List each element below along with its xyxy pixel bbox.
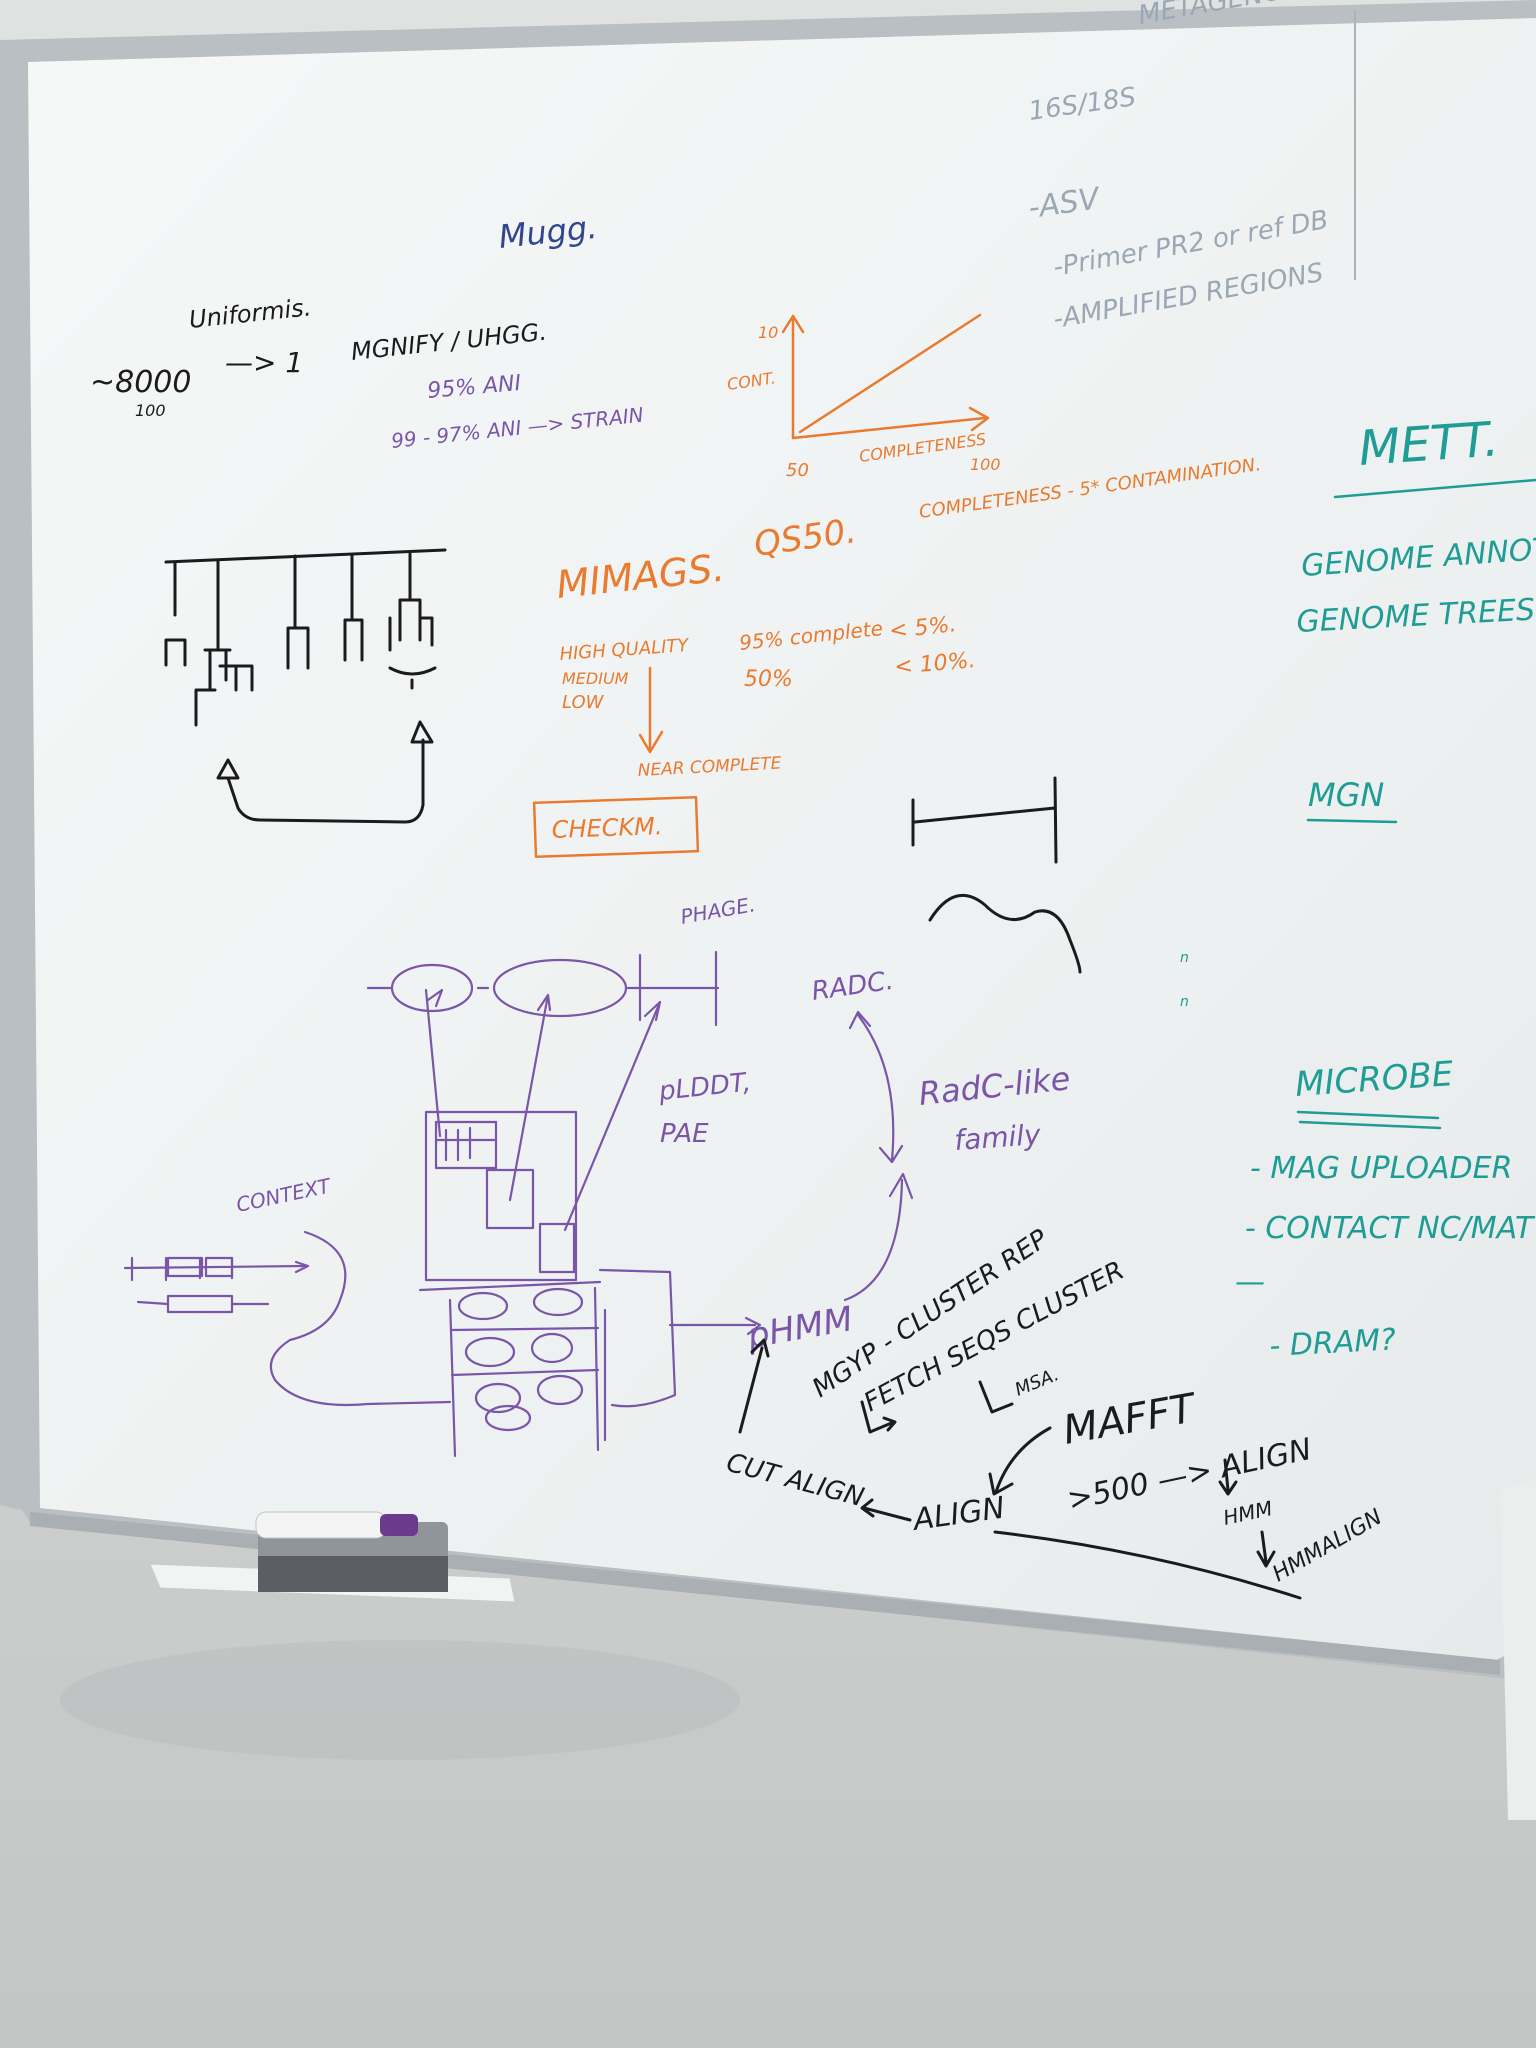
plot-y-top: 10 xyxy=(758,323,778,342)
hmm-to-hmmalign-arrow xyxy=(1256,1530,1276,1568)
cut-align-arrow-up xyxy=(738,1338,770,1434)
mafft-to-align-arrow xyxy=(988,1426,1052,1496)
family-label: family xyxy=(953,1118,1042,1157)
whiteboard-surface xyxy=(28,18,1536,1660)
marker-cap xyxy=(380,1514,418,1536)
align-to-hmm-arrow xyxy=(1218,1458,1238,1496)
near-complete-arrow xyxy=(638,666,664,754)
cluster-tree-diagram xyxy=(164,548,447,824)
radc-double-arrow xyxy=(848,1010,904,1164)
tiny-mark-2: n xyxy=(1180,994,1189,1010)
arrow-one: —> 1 xyxy=(225,346,303,379)
wave-sketch xyxy=(928,894,1082,974)
dram-label: - DRAM? xyxy=(1269,1322,1397,1364)
mett-label: METT. xyxy=(1357,411,1501,477)
checkm-label: CHECKM. xyxy=(551,812,663,844)
msa-corner-arrow xyxy=(978,1380,1014,1414)
plot-x-left: 50 xyxy=(786,460,809,481)
tray-shadow xyxy=(60,1640,740,1760)
pae-label: PAE xyxy=(660,1119,709,1149)
dash-label: — xyxy=(1235,1265,1265,1300)
plot-y-arrowhead xyxy=(781,314,805,334)
tiny-mark-1: n xyxy=(1180,950,1189,966)
mag-uploader-label: - MAG UPLOADER xyxy=(1250,1151,1512,1186)
protein-structure-sketch xyxy=(366,950,762,1458)
mgn-underline xyxy=(1306,818,1398,824)
phmm-to-family-arrow xyxy=(843,1172,914,1302)
medium: MEDIUM xyxy=(562,669,629,688)
contact-label: - CONTACT NC/MAT xyxy=(1245,1211,1536,1246)
microbe-underline xyxy=(1296,1110,1442,1130)
gene-context-sketch xyxy=(123,1230,452,1407)
plot-x-right: 100 xyxy=(970,455,1001,474)
fetch-corner-arrow xyxy=(860,1400,897,1434)
plot-trend-line xyxy=(798,313,982,434)
mett-underline xyxy=(1333,478,1536,499)
low: LOW xyxy=(562,692,605,713)
plot-x-arrowhead xyxy=(968,406,990,432)
med-complete: 50% xyxy=(744,667,793,692)
checkm-box xyxy=(532,795,700,859)
count-8000: ~8000 xyxy=(90,365,191,400)
align-underline xyxy=(993,1530,1302,1600)
plot-x-axis xyxy=(791,416,987,440)
count-100: 100 xyxy=(135,401,166,420)
bracket-sketch xyxy=(911,776,1058,864)
align-to-cut-arrow xyxy=(860,1498,912,1522)
wall-corner-object xyxy=(1500,1480,1536,1820)
purple-marker xyxy=(255,1511,418,1539)
mgn-label: MGN xyxy=(1308,776,1384,814)
